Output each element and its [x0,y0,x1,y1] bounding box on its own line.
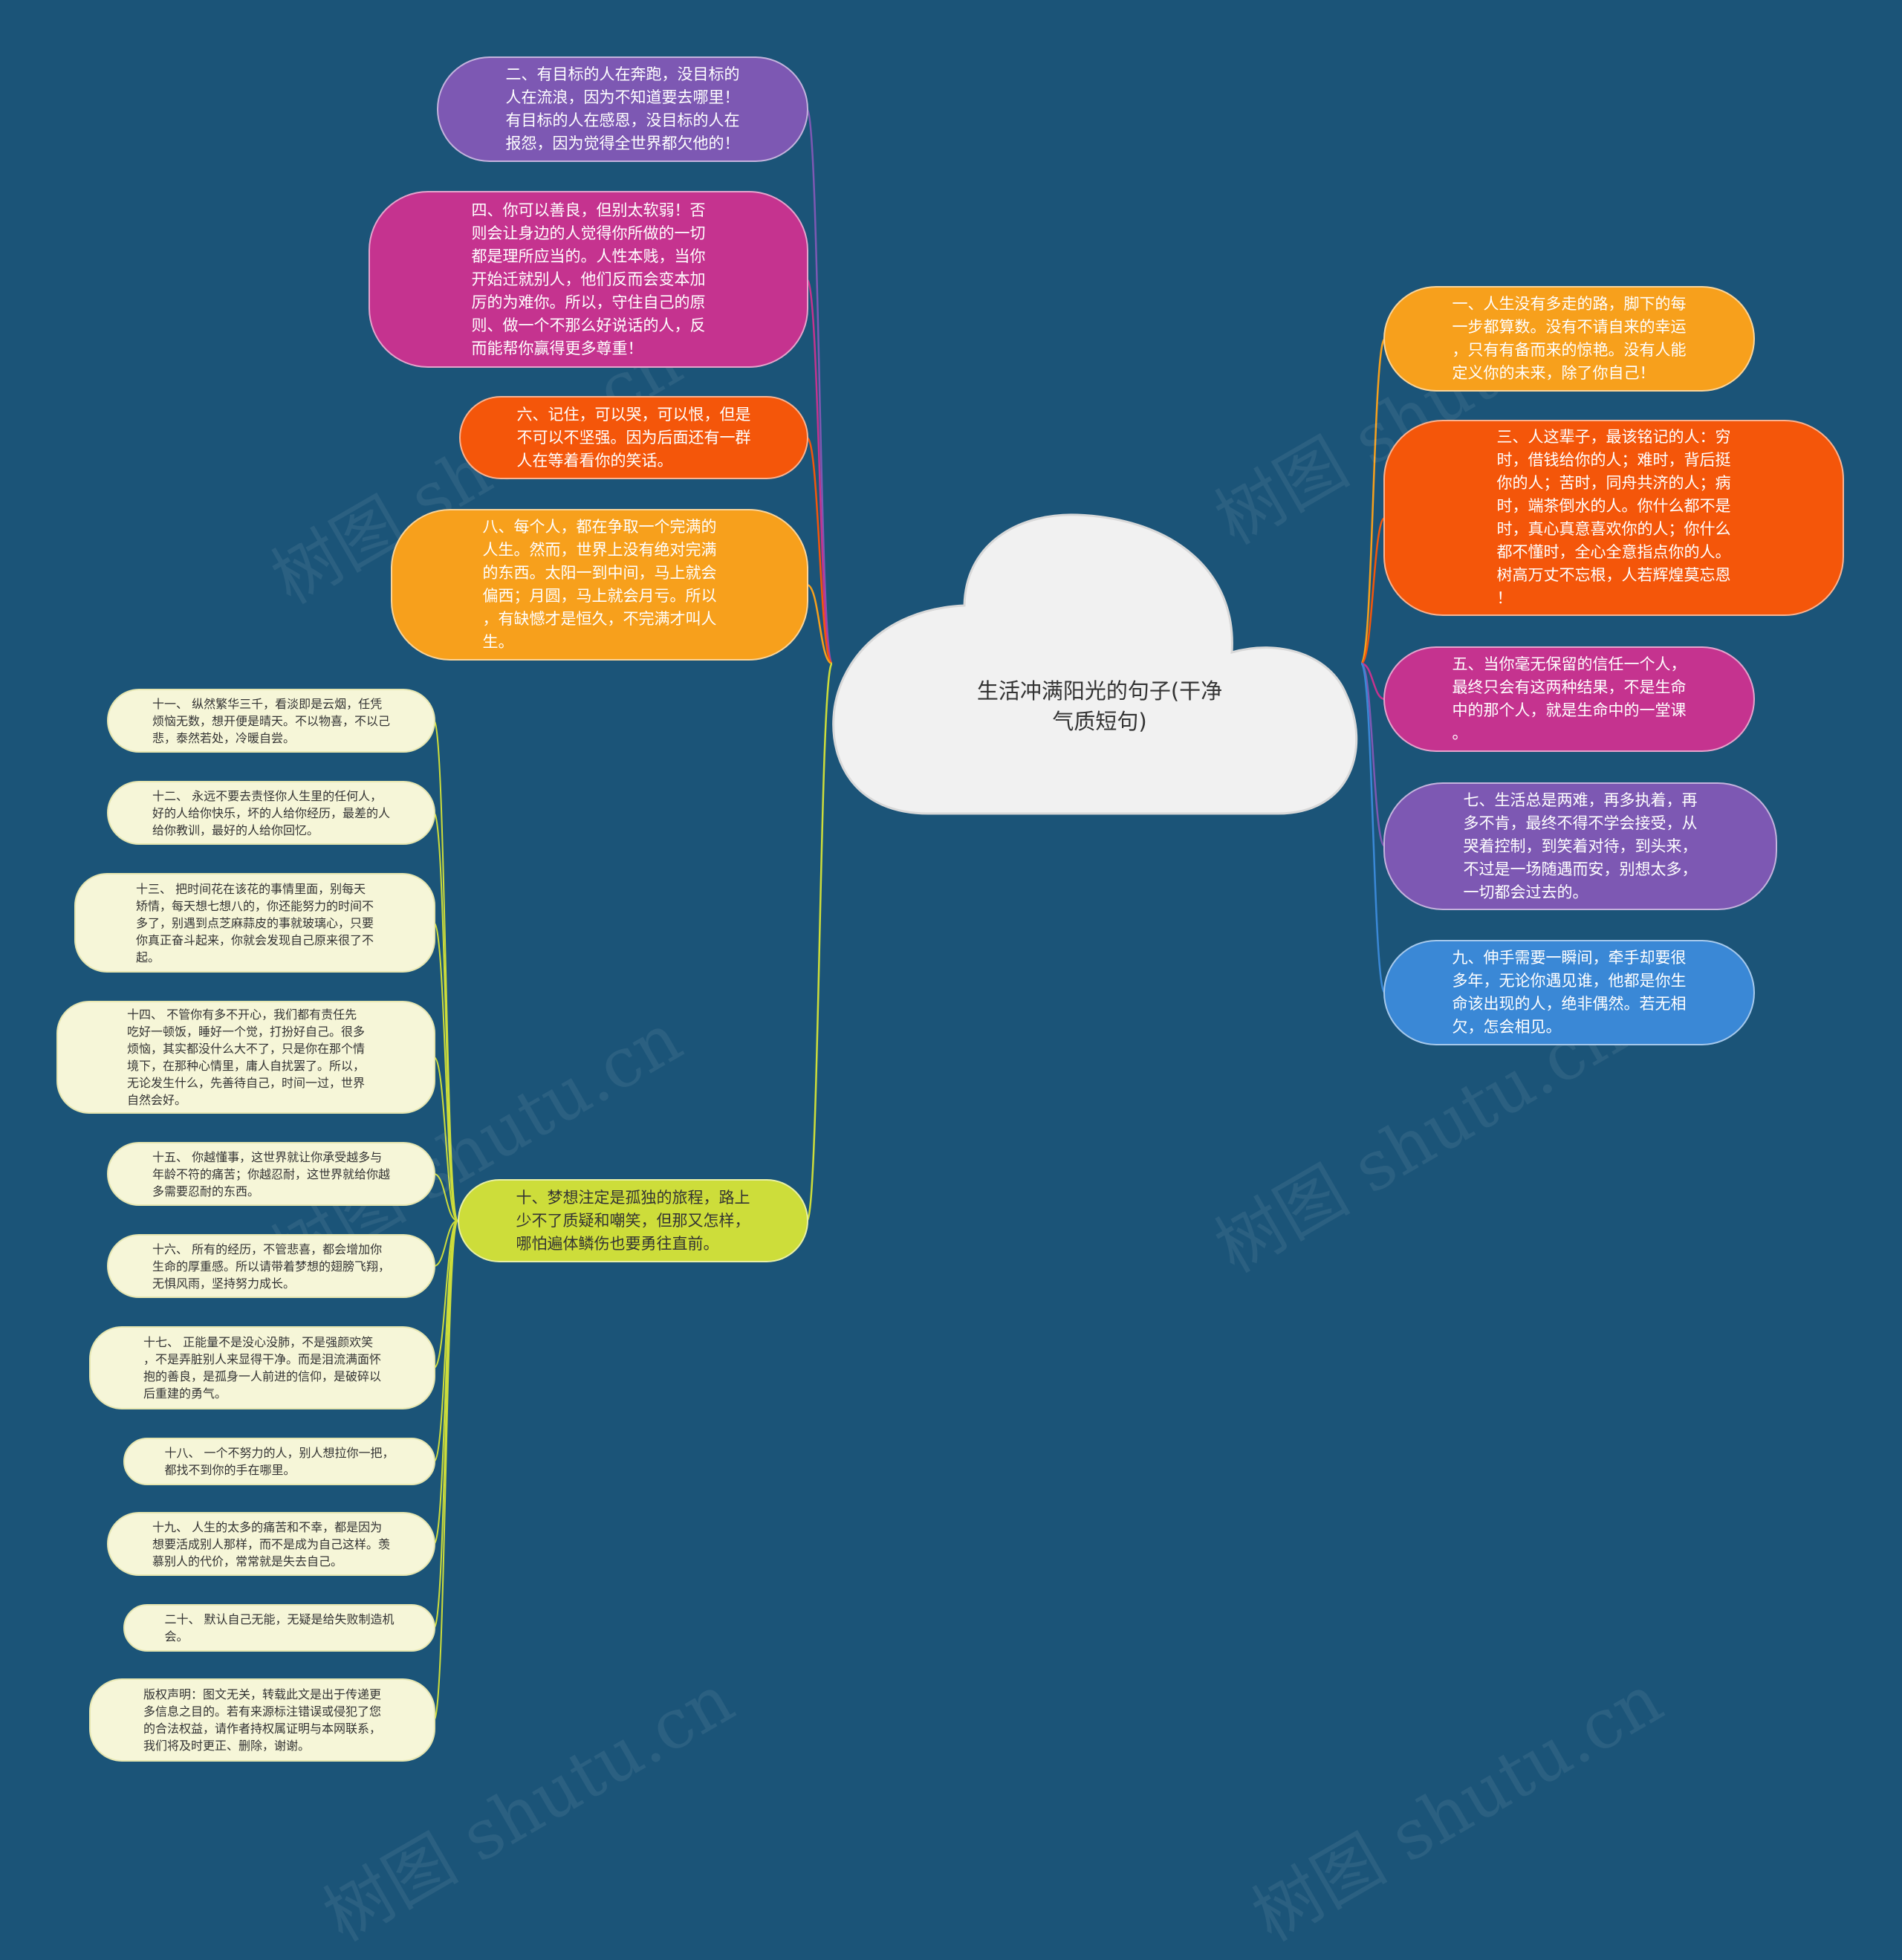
node-9[interactable]: 九、伸手需要一瞬间，牵手却要很 多年，无论你遇见谁，他都是你生 命该出现的人，绝… [1383,940,1755,1045]
node-8-text: 八、每个人，都在争取一个完满的 人生。然而，世界上没有绝对完满 的东西。太阳一到… [482,518,717,651]
leaf-18[interactable]: 十八、 一个不努力的人，别人想拉你一把， 都找不到你的手在哪里。 [123,1438,435,1485]
leaf-15[interactable]: 十五、 你越懂事，这世界就让你承受越多与 年龄不符的痛苦；你越忍耐，这世界就给你… [107,1142,435,1206]
link-leaf-14 [433,1057,458,1221]
node-2[interactable]: 二、有目标的人在奔跑，没目标的 人在流浪，因为不知道要去哪里！ 有目标的人在感恩… [437,56,808,162]
leaf-16[interactable]: 十六、 所有的经历，不管悲喜，都会增加你 生命的厚重感。所以请带着梦想的翅膀飞翔… [107,1234,435,1298]
leaf-12[interactable]: 十二、 永远不要去责怪你人生里的任何人， 好的人给你快乐，坏的人给你经历，最差的… [107,781,435,845]
node-9-text: 九、伸手需要一瞬间，牵手却要很 多年，无论你遇见谁，他都是你生 命该出现的人，绝… [1452,949,1687,1036]
node-4-text: 四、你可以善良，但别太软弱！否 则会让身边的人觉得你所做的一切 都是理所应当的。… [471,201,706,357]
node-4[interactable]: 四、你可以善良，但别太软弱！否 则会让身边的人觉得你所做的一切 都是理所应当的。… [369,191,808,368]
leaf-13-text: 十三、 把时间花在该花的事情里面，别每天 矫情，每天想七想八的，你还能努力的时间… [135,881,374,964]
link-node-7 [1360,662,1386,848]
node-2-text: 二、有目标的人在奔跑，没目标的 人在流浪，因为不知道要去哪里！ 有目标的人在感恩… [505,65,740,152]
center-cloud[interactable] [0,0,1902,1817]
link-leaf-13 [433,922,458,1221]
leaf-19[interactable]: 十九、 人生的太多的痛苦和不幸，都是因为 想要活成别人那样，而不是成为自己这样。… [107,1512,435,1576]
link-leaf-16 [433,1220,458,1267]
link-leaf-17 [433,1220,458,1369]
leaf-14-text: 十四、 不管你有多不开心，我们都有责任先 吃好一顿饭，睡好一个觉，打扮好自己。很… [126,1007,365,1107]
link-node-8 [806,583,833,665]
link-node-4 [805,278,834,665]
connector-lines [433,108,1386,1721]
leaf-20-text: 二十、 默认自己无能，无疑是给失败制造机 会。 [164,1612,395,1643]
leaf-17[interactable]: 十七、 正能量不是没心没肺，不是强颜欢笑 ，不是弄脏别人来显得干净。而是泪流满面… [89,1326,435,1409]
node-7[interactable]: 七、生活总是两难，再多执着，再 多不肯，最终不得不学会接受，从 哭着控制，到笑着… [1383,782,1777,910]
link-node-1 [1360,337,1386,665]
link-leaf-12 [433,812,458,1221]
center-title: 生活冲满阳光的句子(干净 气质短句) [976,678,1223,734]
link-leaf-copyright [433,1220,458,1721]
leaf-11-text: 十一、 纵然繁华三千，看淡即是云烟，任凭 烦恼无数，想开便是晴天。不以物喜，不以… [152,696,390,745]
link-node-5 [1360,662,1386,701]
link-leaf-15 [433,1173,458,1221]
node-10[interactable]: 十、梦想注定是孤独的旅程，路上 少不了质疑和嘲笑，但那又怎样， 哪怕遍体鳞伤也要… [458,1179,808,1262]
node-8[interactable]: 八、每个人，都在争取一个完满的 人生。然而，世界上没有绝对完满 的东西。太阳一到… [391,509,808,661]
node-1[interactable]: 一、人生没有多走的路，脚下的每 一步都算数。没有不请自来的幸运 ，只有有备而来的… [1383,286,1755,392]
leaf-18-text: 十八、 一个不努力的人，别人想拉你一把， 都找不到你的手在哪里。 [164,1446,395,1477]
link-node-9 [1360,662,1386,994]
link-node-3 [1360,516,1386,665]
leaf-copyright-text: 版权声明：图文无关，转载此文是出于传递更 多信息之目的。若有来源标注错误或侵犯了… [143,1687,381,1753]
node-3-text: 三、人这辈子，最该铭记的人：穷 时，借钱给你的人；难时，背后挺 你的人；苦时，同… [1496,428,1731,607]
leaf-13[interactable]: 十三、 把时间花在该花的事情里面，别每天 矫情，每天想七想八的，你还能努力的时间… [74,873,435,973]
node-6-text: 六、记住，可以哭，可以恨，但是 不可以不坚强。因为后面还有一群 人在等着看你的笑… [516,405,751,470]
leaf-19-text: 十九、 人生的太多的痛苦和不幸，都是因为 想要活成别人那样，而不是成为自己这样。… [152,1519,390,1568]
leaf-11[interactable]: 十一、 纵然繁华三千，看淡即是云烟，任凭 烦恼无数，想开便是晴天。不以物喜，不以… [107,689,435,753]
center-cloud-shape [832,513,1358,815]
leaf-12-text: 十二、 永远不要去责怪你人生里的任何人， 好的人给你快乐，坏的人给你经历，最差的… [152,788,390,837]
leaf-14[interactable]: 十四、 不管你有多不开心，我们都有责任先 吃好一顿饭，睡好一个觉，打扮好自己。很… [56,1001,435,1114]
node-7-text: 七、生活总是两难，再多执着，再 多不肯，最终不得不学会接受，从 哭着控制，到笑着… [1463,791,1698,901]
leaf-15-text: 十五、 你越懂事，这世界就让你承受越多与 年龄不符的痛苦；你越忍耐，这世界就给你… [152,1149,390,1198]
leaf-17-text: 十七、 正能量不是没心没肺，不是强颜欢笑 ，不是弄脏别人来显得干净。而是泪流满面… [143,1335,381,1401]
node-1-text: 一、人生没有多走的路，脚下的每 一步都算数。没有不请自来的幸运 ，只有有备而来的… [1452,295,1687,382]
node-10-text: 十、梦想注定是孤独的旅程，路上 少不了质疑和嘲笑，但那又怎样， 哪怕遍体鳞伤也要… [516,1188,750,1253]
node-5[interactable]: 五、当你毫无保留的信任一个人， 最终只会有这两种结果，不是生命 中的那个人，就是… [1383,646,1755,752]
leaf-20[interactable]: 二十、 默认自己无能，无疑是给失败制造机 会。 [123,1604,435,1652]
leaf-16-text: 十六、 所有的经历，不管悲喜，都会增加你 生命的厚重感。所以请带着梦想的翅膀飞翔… [152,1242,390,1291]
link-node-6 [805,436,834,665]
node-5-text: 五、当你毫无保留的信任一个人， 最终只会有这两种结果，不是生命 中的那个人，就是… [1452,655,1687,742]
leaf-copyright[interactable]: 版权声明：图文无关，转载此文是出于传递更 多信息之目的。若有来源标注错误或侵犯了… [89,1678,435,1762]
node-3[interactable]: 三、人这辈子，最该铭记的人：穷 时，借钱给你的人；难时，背后挺 你的人；苦时，同… [1383,420,1844,616]
node-6[interactable]: 六、记住，可以哭，可以恨，但是 不可以不坚强。因为后面还有一群 人在等着看你的笑… [459,396,808,479]
link-node-10 [805,662,834,1222]
